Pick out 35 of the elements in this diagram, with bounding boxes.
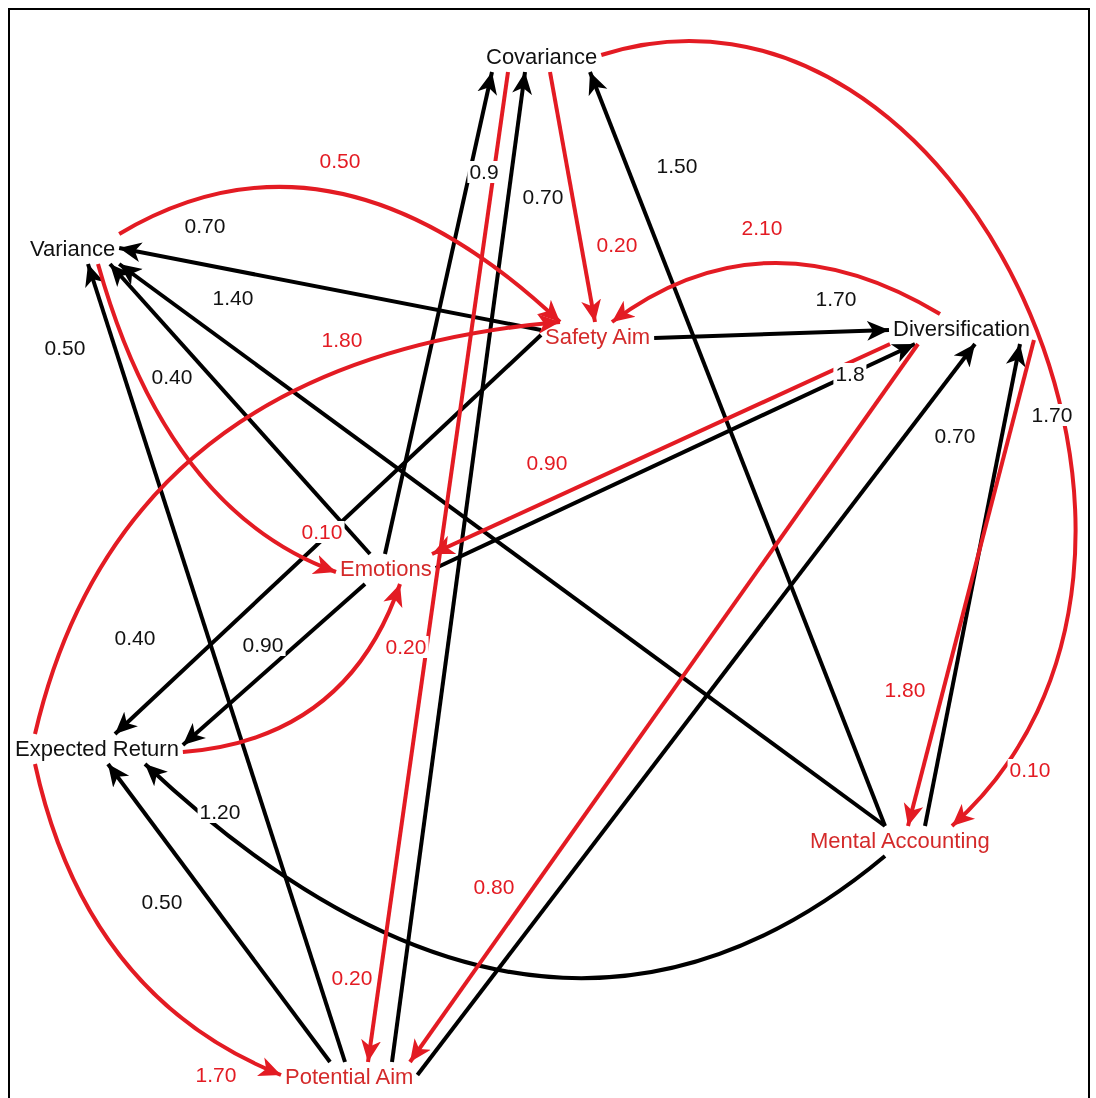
arrow bbox=[106, 762, 332, 1064]
node-label: Covariance bbox=[484, 44, 600, 70]
arrow bbox=[33, 314, 561, 735]
arrow bbox=[390, 71, 532, 1063]
arrow bbox=[85, 263, 347, 1063]
arrow bbox=[118, 262, 887, 828]
arrow bbox=[182, 583, 402, 754]
arrow bbox=[903, 339, 1036, 827]
arrow bbox=[33, 763, 282, 1077]
arrow bbox=[143, 762, 887, 981]
arrow bbox=[96, 263, 337, 574]
node-label: Expected Return bbox=[13, 736, 181, 762]
arrow bbox=[118, 242, 542, 332]
arrow bbox=[361, 71, 510, 1063]
arrow bbox=[610, 261, 941, 324]
arrow bbox=[588, 71, 887, 827]
node-label: Variance bbox=[28, 236, 118, 262]
arrow bbox=[548, 71, 601, 323]
arrow bbox=[654, 320, 890, 341]
node-label: Emotions bbox=[338, 556, 434, 582]
edge-label: 0.10 bbox=[299, 521, 345, 543]
arrow bbox=[113, 333, 543, 736]
arrow bbox=[108, 262, 372, 556]
edge-label: 0.20 bbox=[383, 636, 429, 658]
arrow bbox=[181, 582, 367, 747]
arrow bbox=[600, 39, 1076, 828]
arrow bbox=[923, 343, 1026, 827]
node-label: Diversification bbox=[891, 316, 1032, 342]
node-label: Mental Accounting bbox=[808, 828, 992, 854]
arrow bbox=[118, 185, 562, 324]
node-label: Potential Aim bbox=[283, 1064, 416, 1090]
arrow bbox=[383, 71, 497, 555]
edge-label: 1.8 bbox=[833, 363, 867, 385]
edge-label: 0.9 bbox=[467, 161, 501, 183]
node-label: Safety Aim bbox=[543, 324, 653, 350]
